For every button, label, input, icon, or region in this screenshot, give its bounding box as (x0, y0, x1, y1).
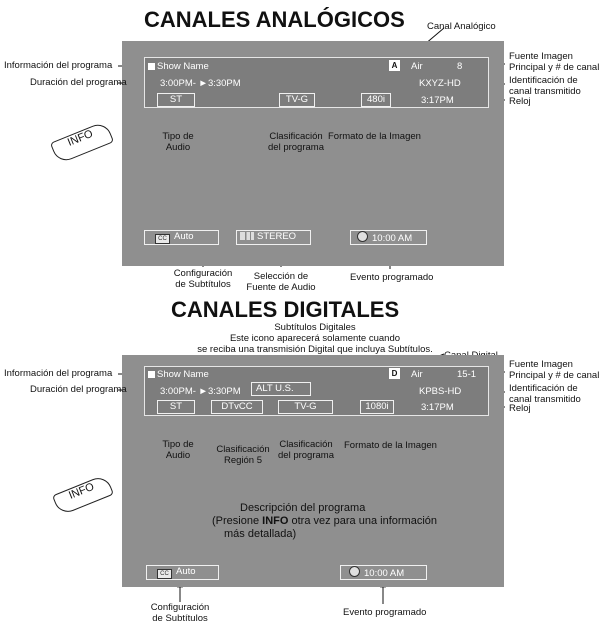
digital-badge: D (389, 368, 400, 379)
digital-subtitles-box: CC Auto (146, 565, 219, 580)
analog-subtitles-value: Auto (174, 231, 194, 242)
cc-icon: CC (157, 569, 172, 579)
label-reloj-analog: Reloj (509, 96, 531, 107)
analog-clock: 3:17PM (421, 95, 454, 106)
digital-format-box: 1080i (360, 400, 394, 414)
analog-rating-box: TV-G (279, 93, 315, 107)
digital-show-name-text: Show Name (157, 369, 209, 380)
analog-title: CANALES ANALÓGICOS (144, 7, 405, 32)
clock-icon (357, 231, 368, 242)
digital-show-name: Show Name (148, 369, 209, 380)
digital-title: CANALES DIGITALES (171, 297, 400, 322)
analog-show-name-text: Show Name (157, 61, 209, 72)
analog-station-id: KXYZ-HD (419, 78, 461, 89)
clock-icon (349, 566, 360, 577)
analog-event-box: 10:00 AM (350, 230, 427, 245)
analog-show-name: Show Name (148, 61, 209, 72)
analog-event-value: 10:00 AM (372, 233, 413, 244)
analog-info-banner (144, 57, 489, 108)
square-icon (148, 63, 155, 70)
analog-channel-number: 8 (457, 61, 463, 72)
analog-subtitles-box: CC Auto (144, 230, 219, 245)
digital-alt-box: ALT U.S. (251, 382, 311, 396)
label-evento-analog: Evento programado (350, 272, 434, 283)
digital-event-value: 10:00 AM (364, 568, 405, 579)
speaker-icon (240, 232, 254, 240)
label-canal-analogico: Canal Analógico (427, 21, 496, 32)
digital-description: Descripción del programa (Presione INFO … (212, 502, 438, 540)
label-info-programa-digital: Información del programa (4, 368, 113, 379)
analog-audio-type-box: ST (157, 93, 195, 107)
label-reloj-digital: Reloj (509, 403, 531, 414)
digital-dtvcc-box: DTvCC (211, 400, 263, 414)
digital-subtitles-value: Auto (176, 566, 196, 577)
digital-source: Air (411, 369, 423, 380)
label-formato-analog: Formato de la Imagen (328, 131, 421, 142)
digital-event-box: 10:00 AM (340, 565, 427, 580)
analog-source: Air (411, 61, 423, 72)
analog-format-box: 480i (361, 93, 391, 107)
digital-station-id: KPBS-HD (419, 386, 462, 397)
analog-audio-source-box: STEREO (236, 230, 311, 245)
digital-audio-type-box: ST (157, 400, 195, 414)
analog-program-time: 3:00PM- ►3:30PM (160, 78, 241, 89)
digital-program-time: 3:00PM- ►3:30PM (160, 386, 241, 397)
digital-rating-box: TV-G (278, 400, 333, 414)
square-icon (148, 371, 155, 378)
analog-audio-source-value: STEREO (257, 231, 297, 242)
label-formato-digital: Formato de la Imagen (344, 440, 437, 451)
label-evento-digital: Evento programado (343, 607, 427, 618)
digital-channel-number: 15-1 (457, 369, 477, 380)
cc-icon: CC (155, 234, 170, 244)
label-subtitulos-digitales: Subtítulos Digitales Este icono aparecer… (197, 322, 433, 355)
digital-info-banner (144, 366, 489, 416)
label-duracion-analog: Duración del programa (30, 77, 127, 88)
label-info-programa-analog: Información del programa (4, 60, 113, 71)
digital-clock: 3:17PM (421, 402, 454, 413)
analog-badge: A (389, 60, 400, 71)
label-duracion-digital: Duración del programa (30, 384, 127, 395)
